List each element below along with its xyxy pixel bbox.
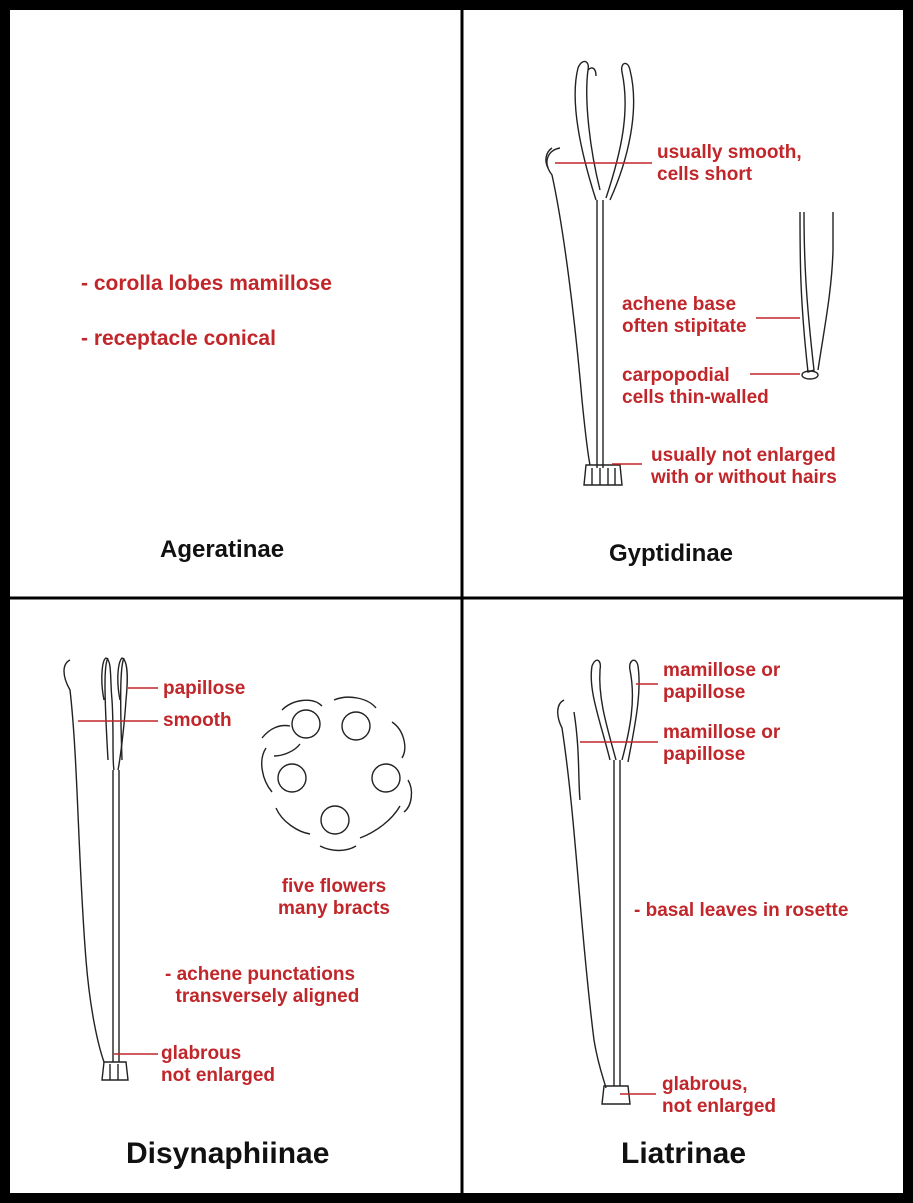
disynaphiinae-label-head: five flowers many bracts — [278, 876, 390, 920]
ageratinae-note-corolla: - corolla lobes mamillose — [81, 273, 332, 295]
liatrinae-title: Liatrinae — [621, 1137, 746, 1171]
disynaphiinae-label-base: glabrous not enlarged — [161, 1043, 275, 1087]
liatrinae-style-drawing — [558, 660, 658, 1104]
liatrinae-label-leaves: - basal leaves in rosette — [634, 900, 848, 922]
disynaphiinae-label-appendage: papillose — [163, 678, 245, 700]
disynaphiinae-label-branch: smooth — [163, 710, 232, 732]
disynaphiinae-style-drawing — [64, 658, 411, 1080]
gyptidinae-style-drawing — [546, 61, 833, 485]
ageratinae-note-receptacle: - receptacle conical — [81, 328, 276, 350]
disynaphiinae-label-achene: - achene punctations transversely aligne… — [165, 964, 359, 1008]
disynaphiinae-title: Disynaphiinae — [126, 1137, 329, 1171]
liatrinae-label-branch: mamillose or papillose — [663, 722, 780, 766]
gyptidinae-title: Gyptidinae — [609, 540, 733, 568]
gyptidinae-label-carpopodial: carpopodial cells thin-walled — [622, 365, 769, 409]
liatrinae-label-base: glabrous, not enlarged — [662, 1074, 776, 1118]
gyptidinae-label-collar: usually not enlarged with or without hai… — [651, 445, 837, 489]
gyptidinae-label-achene-base: achene base often stipitate — [622, 294, 747, 338]
ageratinae-title: Ageratinae — [160, 536, 284, 564]
gyptidinae-label-style-branch: usually smooth, cells short — [657, 142, 802, 186]
liatrinae-label-appendage: mamillose or papillose — [663, 660, 780, 704]
